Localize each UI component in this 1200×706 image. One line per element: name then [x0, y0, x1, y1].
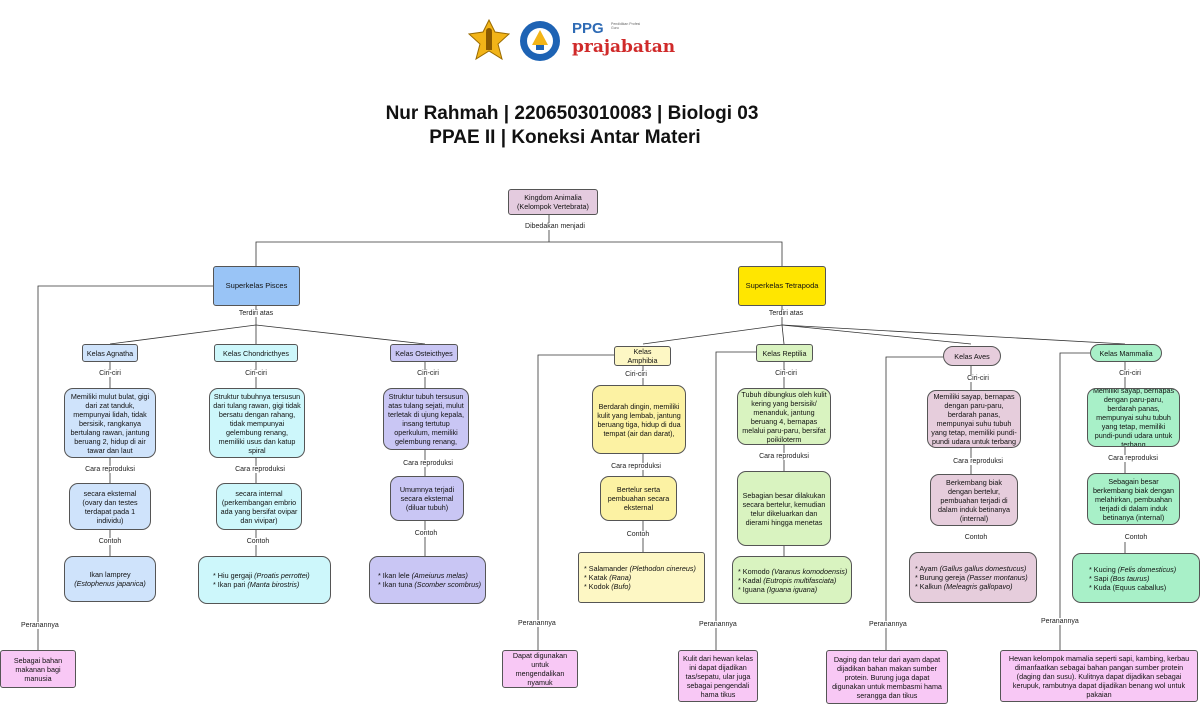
- aves-contoh-box: * Ayam (Gallus gallus domestucus) * Buru…: [909, 552, 1037, 603]
- osteicthyes-contoh-box: * Ikan lele (Ameiurus melas) * Ikan tuna…: [369, 556, 486, 604]
- amphibia-role-box: Dapat digunakan untuk mengendalikan nyam…: [502, 650, 578, 688]
- pisces-role-box: Sebagai bahan makanan bagi manusia: [0, 650, 76, 688]
- amphibia-repro-box: Bertelur serta pembuahan secara eksterna…: [600, 476, 677, 521]
- ppg-logo-text: PPG: [572, 20, 604, 37]
- mammalia-repro-box: Sebagain besar berkembang biak dengan me…: [1087, 473, 1180, 525]
- edge-cara-aves: Cara reproduksi: [951, 458, 1005, 465]
- aves-ciri-box: Memiliki sayap, bernapas dengan paru-par…: [927, 390, 1021, 448]
- edge-peran-reptilia: Peranannya: [698, 621, 738, 628]
- mammalia-example-2: * Sapi (Bos taurus): [1089, 573, 1150, 583]
- kelas-aves-node: Kelas Aves: [943, 346, 1001, 366]
- edge-cara-amphibia: Cara reproduksi: [609, 463, 663, 470]
- aves-example-2: * Burung gereja (Passer montanus): [915, 573, 1028, 582]
- logo-row: PPG Pendidikan Profesi Guru prajabatan: [466, 18, 706, 66]
- reptilia-repro-box: Sebagian besar dilakukan secara bertelur…: [737, 471, 831, 546]
- kelas-reptilia-node: Kelas Reptilia: [756, 344, 813, 362]
- chondricthyes-ciri-box: Struktur tubuhnya tersusun dari tulang r…: [209, 388, 305, 458]
- edge-ciri-agnatha: Ciri-ciri: [97, 370, 123, 377]
- edge-peran-amphibia: Peranannya: [517, 620, 557, 627]
- aves-role-box: Daging dan telur dari ayam dapat dijadik…: [826, 650, 948, 704]
- edge-contoh-osteicthyes: Contoh: [412, 530, 440, 537]
- chondricthyes-example-2: * Ikan pari (Manta birostris): [213, 580, 300, 589]
- amphibia-ciri-box: Berdarah dingin, memiliki kulit yang lem…: [592, 385, 686, 454]
- edge-ciri-osteicthyes: Ciri-ciri: [415, 370, 441, 377]
- edge-contoh-mammalia: Contoh: [1122, 534, 1150, 541]
- prajabatan-logo-text: prajabatan: [572, 37, 676, 57]
- aves-repro-box: Berkembang biak dengan bertelur, pembuah…: [930, 474, 1018, 526]
- superkelas-pisces-node: Superkelas Pisces: [213, 266, 300, 306]
- mammalia-example-1: * Kucing (Felis domesticus): [1089, 564, 1177, 574]
- osteicthyes-example-2: * Ikan tuna (Scomber scombrus): [378, 580, 482, 589]
- edge-ciri-aves: Ciri-ciri: [965, 375, 991, 382]
- university-emblem-icon: [467, 18, 511, 61]
- amphibia-example-3: * Kodok (Bufo): [584, 582, 631, 591]
- reptilia-role-box: Kulit dari hewan kelas ini dapat dijadik…: [678, 650, 758, 702]
- mammalia-ciri-box: Memiliki sayap, bernapas dengan paru-par…: [1087, 388, 1180, 447]
- edge-ciri-mammalia: Ciri-ciri: [1117, 370, 1143, 377]
- mammalia-example-3: * Kuda (Equus caballus): [1089, 582, 1167, 592]
- mammalia-contoh-box: * Kucing (Felis domesticus) * Sapi (Bos …: [1072, 553, 1200, 603]
- agnatha-contoh-box: Ikan lamprey (Estophenus japanica): [64, 556, 156, 602]
- mammalia-role-box: Hewan kelompok mamalia seperti sapi, kam…: [1000, 650, 1198, 702]
- agnatha-example-1: Ikan lamprey: [89, 570, 131, 579]
- chondricthyes-contoh-box: * Hiu gergaji (Proatis perrottei) * Ikan…: [198, 556, 331, 604]
- edge-peran-mammalia: Peranannya: [1040, 618, 1080, 625]
- kelas-agnatha-node: Kelas Agnatha: [82, 344, 138, 362]
- edge-cara-reptilia: Cara reproduksi: [757, 453, 811, 460]
- edge-dibedakan: Dibedakan menjadi: [523, 223, 587, 230]
- kingdom-animalia-node: Kingdom Animalia (Kelompok Vertebrata): [508, 189, 598, 215]
- kingdom-subtitle: (Kelompok Vertebrata): [517, 202, 589, 211]
- reptilia-example-2: * Kadal (Eutropis multifasciata): [738, 575, 837, 585]
- edge-ciri-chondricthyes: Ciri-ciri: [243, 370, 269, 377]
- edge-terdiri-tetrapoda: Terdiri atas: [766, 310, 806, 317]
- chondricthyes-repro-box: secara internal (perkembangan embrio ada…: [216, 483, 302, 530]
- amphibia-contoh-box: * Salamander (Plethodon cinereus) * Kata…: [578, 552, 705, 603]
- edge-contoh-agnatha: Contoh: [96, 538, 124, 545]
- osteicthyes-example-1: * Ikan lele (Ameiurus melas): [378, 571, 468, 580]
- kelas-amphibia-node: Kelas Amphibia: [614, 346, 671, 366]
- agnatha-example-1-sci: (Estophenus japanica): [74, 579, 146, 588]
- osteicthyes-ciri-box: Struktur tubuh tersusun atas tulang seja…: [383, 388, 469, 450]
- kelas-mammalia-node: Kelas Mammalia: [1090, 344, 1162, 362]
- edge-ciri-amphibia: Ciri-ciri: [623, 371, 649, 378]
- edge-cara-mammalia: Cara reproduksi: [1106, 455, 1160, 462]
- edge-contoh-aves: Contoh: [962, 534, 990, 541]
- edge-cara-chondricthyes: Cara reproduksi: [233, 466, 287, 473]
- header-line-1: Nur Rahmah | 2206503010083 | Biologi 03: [385, 103, 759, 124]
- aves-example-3: * Kalkun (Meleagris gallopavo): [915, 582, 1013, 591]
- amphibia-example-1: * Salamander (Plethodon cinereus): [584, 564, 696, 573]
- reptilia-ciri-box: Tubuh dibungkus oleh kulit kering yang b…: [737, 388, 831, 445]
- header-line-2: PPAE II | Koneksi Antar Materi: [429, 127, 701, 148]
- reptilia-example-1: * Komodo (Varanus komodoensis): [738, 566, 848, 576]
- superkelas-tetrapoda-node: Superkelas Tetrapoda: [738, 266, 826, 306]
- reptilia-contoh-box: * Komodo (Varanus komodoensis) * Kadal (…: [732, 556, 852, 604]
- chondricthyes-example-1: * Hiu gergaji (Proatis perrottei): [213, 571, 310, 580]
- kingdom-title: Kingdom Animalia: [524, 193, 582, 202]
- agnatha-repro-box: secara eksternal (ovary dan testes terda…: [69, 483, 151, 530]
- edge-cara-agnatha: Cara reproduksi: [83, 466, 137, 473]
- amphibia-example-2: * Katak (Rana): [584, 573, 632, 582]
- ppg-logo-small-text: Pendidikan Profesi Guru: [611, 22, 641, 31]
- agnatha-ciri-box: Memiliki mulut bulat, gigi dari zat tand…: [64, 388, 156, 458]
- edge-terdiri-pisces: Terdiri atas: [236, 310, 276, 317]
- edge-contoh-amphibia: Contoh: [624, 531, 652, 538]
- osteicthyes-repro-box: Umumnya terjadi secara eksternal (diluar…: [390, 476, 464, 521]
- edge-peran-pisces: Peranannya: [20, 622, 60, 629]
- reptilia-example-3: * Iguana (Iguana iguana): [738, 584, 818, 594]
- edge-peran-aves: Peranannya: [868, 621, 908, 628]
- kelas-osteicthyes-node: Kelas Osteicthyes: [390, 344, 458, 362]
- kelas-chondricthyes-node: Kelas Chondricthyes: [214, 344, 298, 362]
- edge-ciri-reptilia: Ciri-ciri: [773, 370, 799, 377]
- edge-contoh-chondricthyes: Contoh: [244, 538, 272, 545]
- ministry-emblem-icon: [520, 21, 560, 61]
- aves-example-1: * Ayam (Gallus gallus domestucus): [915, 564, 1027, 573]
- edge-cara-osteicthyes: Cara reproduksi: [401, 460, 455, 467]
